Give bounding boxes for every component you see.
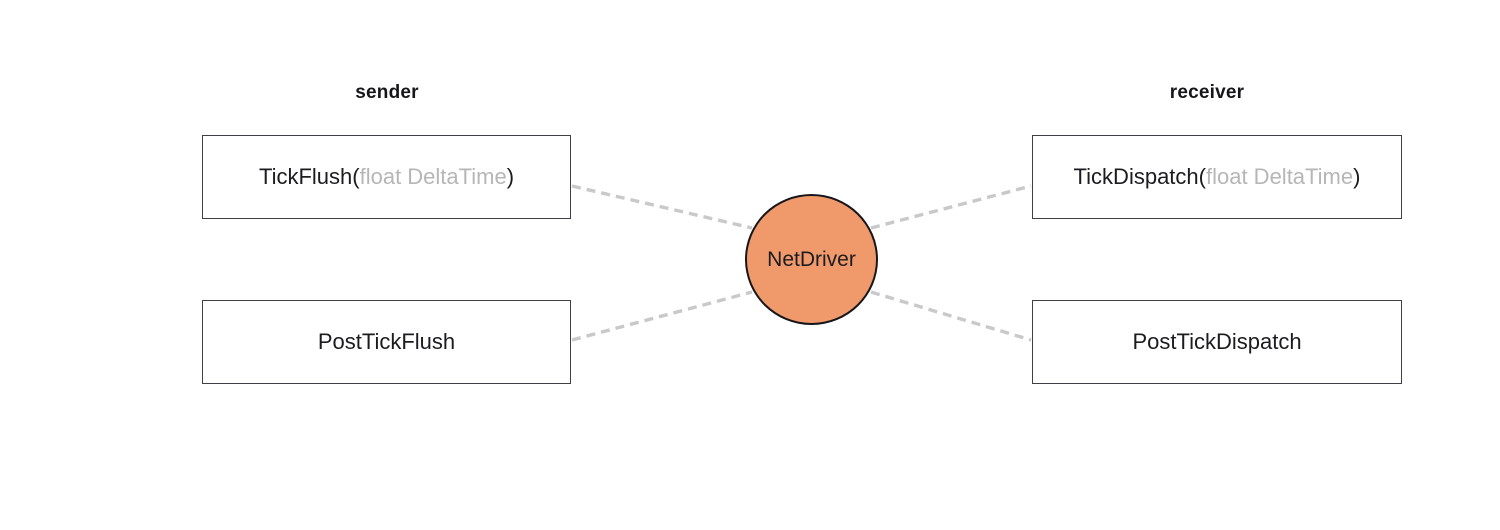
node-box-tick-flush-signature: TickFlush(float DeltaTime) [259, 164, 514, 190]
node-netdriver-label: NetDriver [767, 247, 856, 271]
column-heading-receiver: receiver [1169, 82, 1245, 103]
connector-netdriver-to-post-tick-dispatch [870, 290, 1032, 342]
method-param: float DeltaTime [359, 164, 507, 189]
connector-post-tick-flush-to-netdriver [571, 290, 753, 342]
method-name: TickDispatch [1073, 164, 1199, 189]
connector-netdriver-to-tick-dispatch [870, 184, 1032, 230]
node-box-tick-dispatch-signature: TickDispatch(float DeltaTime) [1074, 164, 1361, 190]
open-paren: ( [352, 164, 360, 189]
node-netdriver-circle[interactable]: NetDriver [745, 194, 878, 325]
close-paren: ) [1353, 164, 1361, 189]
node-box-tick-flush[interactable]: TickFlush(float DeltaTime) [202, 135, 571, 219]
node-box-post-tick-dispatch[interactable]: PostTickDispatch [1032, 300, 1402, 384]
node-box-post-tick-flush-signature: PostTickFlush [318, 329, 455, 355]
method-param: float DeltaTime [1205, 164, 1354, 189]
connector-tick-flush-to-netdriver [571, 184, 753, 230]
method-name: TickFlush [258, 164, 353, 189]
method-name: PostTickFlush [317, 329, 456, 354]
column-heading-sender: sender [355, 82, 419, 103]
method-name: PostTickDispatch [1132, 329, 1302, 354]
node-box-post-tick-flush[interactable]: PostTickFlush [202, 300, 571, 384]
open-paren: ( [1198, 164, 1206, 189]
close-paren: ) [506, 164, 515, 189]
node-box-tick-dispatch[interactable]: TickDispatch(float DeltaTime) [1032, 135, 1402, 219]
node-box-post-tick-dispatch-signature: PostTickDispatch [1132, 329, 1301, 355]
